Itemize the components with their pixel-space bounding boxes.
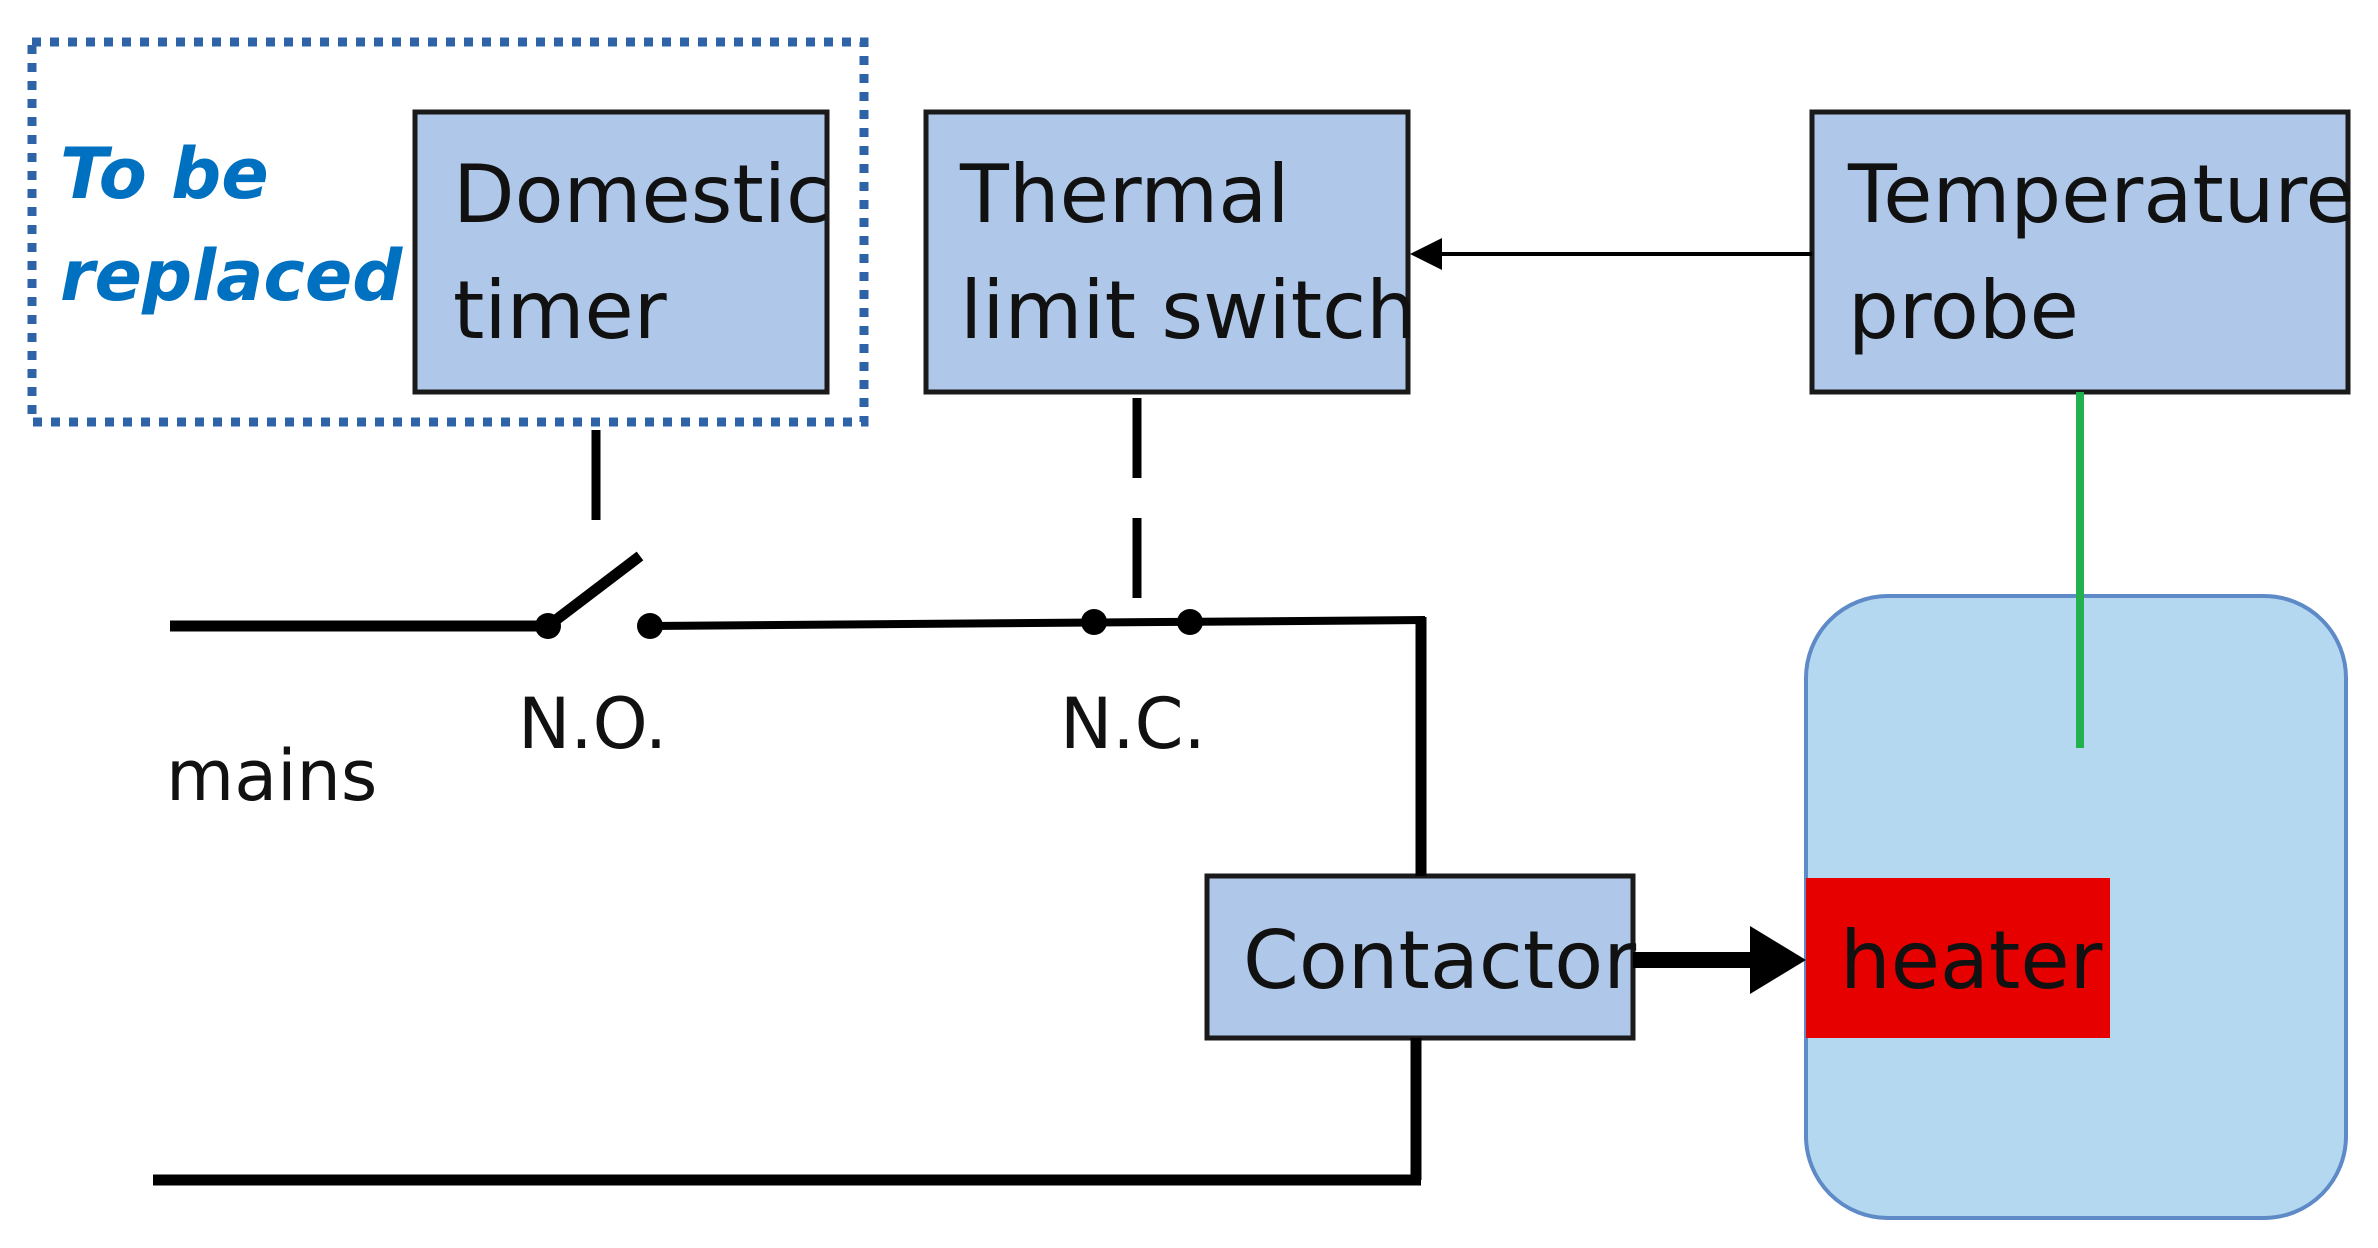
- no-switch-blade: [544, 551, 644, 631]
- domestic-timer-line2: timer: [453, 264, 667, 357]
- no-switch-terminal-left: [535, 613, 561, 639]
- mains-label: mains: [166, 735, 377, 817]
- heater-element: [1806, 878, 2110, 1038]
- domestic-timer-line1: Domestic: [453, 148, 830, 241]
- replace-region-outline: [27, 37, 869, 427]
- nc-switch-terminal-left: [1081, 609, 1107, 635]
- contactor-box: Contactor: [1204, 873, 1636, 1041]
- contactor-label: Contactor: [1243, 914, 1636, 1007]
- thermal-limit-switch-rect: [923, 109, 1411, 395]
- nc-switch-label: N.C.: [1060, 683, 1206, 765]
- no-switch-terminal-right: [637, 613, 663, 639]
- replace-note-line1: To be: [60, 133, 269, 215]
- contactor-rect: [1204, 873, 1636, 1041]
- probe-to-thermal-arrowhead: [1410, 238, 1442, 270]
- thermal-limit-switch-box: Thermal limit switch: [923, 109, 1417, 395]
- heater-label: heater: [1840, 914, 2103, 1007]
- thermal-limit-switch-line1: Thermal: [959, 148, 1289, 241]
- temperature-probe-line2: probe: [1848, 264, 2079, 357]
- nc-switch-terminal-right: [1177, 609, 1203, 635]
- domestic-timer-rect: [412, 109, 830, 395]
- contactor-to-heater-arrowhead: [1750, 926, 1806, 994]
- replace-note-line2: replaced: [60, 235, 403, 317]
- domestic-timer-box: Domestic timer: [412, 109, 830, 395]
- temperature-probe-line1: Temperature: [1847, 148, 2355, 241]
- thermal-limit-switch-line2: limit switch: [960, 264, 1417, 357]
- temperature-probe-box: Temperature probe: [1809, 109, 2355, 395]
- switch-link-wire: [649, 616, 1426, 630]
- mains-wiring: [153, 551, 1427, 1186]
- no-switch-label: N.O.: [518, 683, 667, 765]
